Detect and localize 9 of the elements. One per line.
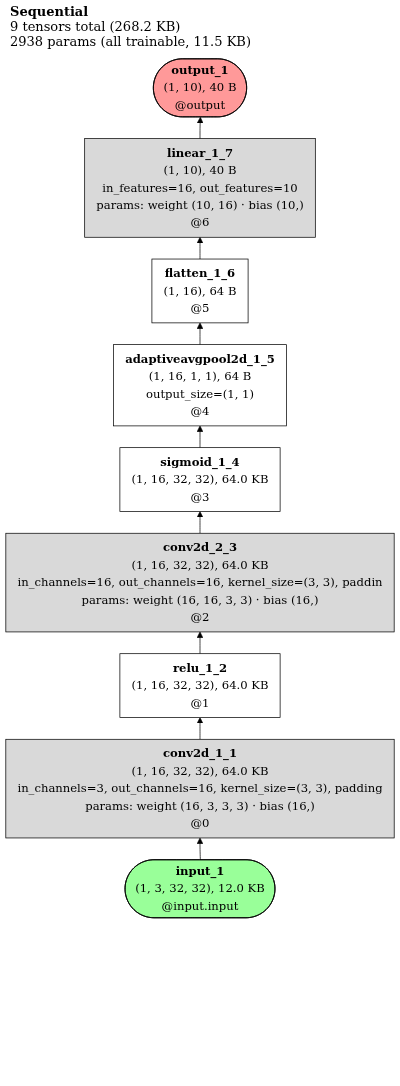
- node-box: sigmoid_1_4 (1, 16, 32, 32), 64.0 KB @3: [119, 447, 281, 512]
- node-box: adaptiveavgpool2d_1_5 (1, 16, 1, 1), 64 B output_size=(1, 1) @4: [113, 344, 287, 427]
- diagram-title: Sequential: [10, 4, 89, 19]
- summary-text: 9 tensors total (268.2 KB): [10, 19, 181, 34]
- node-box: flatten_1_6 (1, 16), 64 B @5: [151, 258, 249, 324]
- node-box: conv2d_1_1 (1, 16, 32, 32), 64.0 KB in_channels=3, out_channels=16, kernel_size=(3, 3), padding params: weight (16, 3, 3, 3) · bias (16,) @0: [5, 738, 395, 839]
- node-box: linear_1_7 (1, 10), 40 B in_features=16, out_features=10 params: weight (10, 16) · bias (10,) @6: [84, 138, 316, 238]
- node-box: relu_1_2 (1, 16, 32, 32), 64.0 KB @1: [119, 653, 281, 718]
- node-box: conv2d_2_3 (1, 16, 32, 32), 64.0 KB in_channels=16, out_channels=16, kernel_size=(3, 3), paddin params: weight (16, 16, 3, 3) · bias (16,) @2: [5, 532, 395, 633]
